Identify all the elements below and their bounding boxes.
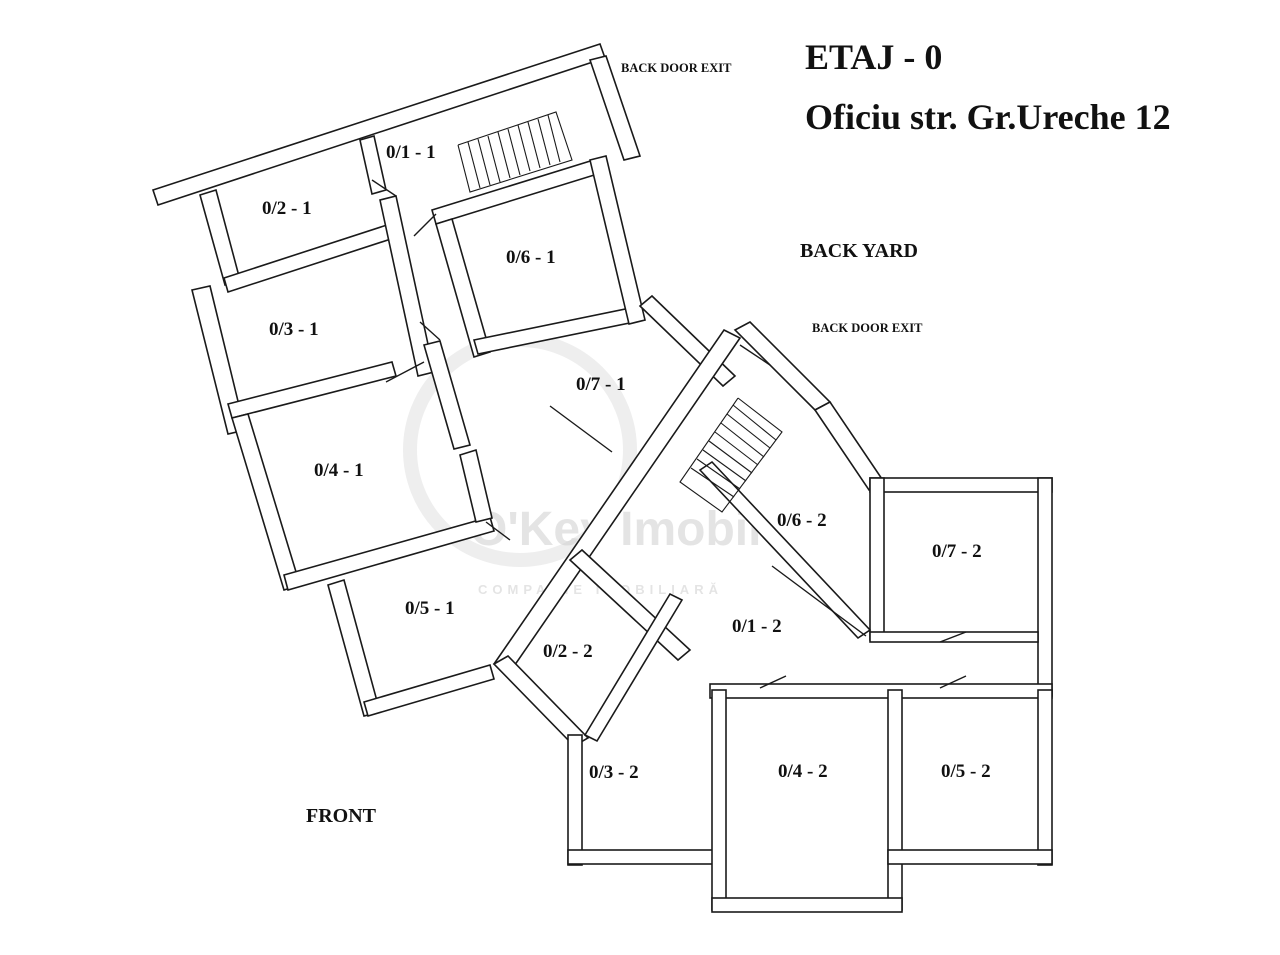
floor-title: ETAJ - 0 — [805, 37, 943, 77]
door — [371, 179, 397, 197]
wall-042-right — [887, 689, 903, 911]
watermark-tagline: COMPANIE IMOBILIARĂ — [478, 582, 723, 597]
wall-left-021 — [199, 188, 241, 287]
door — [485, 521, 511, 541]
room-label-0-3-2: 0/3 - 2 — [589, 762, 639, 783]
front-label: FRONT — [306, 805, 377, 827]
stair-step — [714, 431, 759, 466]
wall-051-bottom — [363, 664, 495, 717]
door — [939, 631, 967, 643]
stair-step — [537, 118, 551, 166]
room-label-0-2-1: 0/2 - 1 — [262, 198, 312, 219]
wall-032-left — [567, 734, 583, 866]
wall-031-041 — [227, 361, 397, 419]
door — [419, 321, 441, 341]
stairs-wing-2 — [679, 397, 783, 513]
wall-042-left — [711, 689, 727, 911]
door — [939, 675, 967, 689]
room-label-0-7-1: 0/7 - 1 — [576, 374, 626, 395]
room-label-0-6-1: 0/6 - 1 — [506, 247, 556, 268]
wall-stair2-top — [733, 321, 832, 411]
wall-stair-right — [588, 55, 642, 161]
wall-011-left — [359, 134, 387, 196]
stair-step — [726, 413, 771, 449]
wall-021-031 — [223, 222, 395, 294]
stairs-wing-1 — [457, 111, 573, 193]
wall-corridor-left-lower — [423, 340, 471, 450]
wing-2-walls — [492, 321, 1053, 913]
wall-stair2-right — [813, 400, 886, 492]
wall-corridor-bottom-seg — [459, 448, 493, 523]
room-label-0-5-1: 0/5 - 1 — [405, 598, 455, 619]
stair-step — [708, 440, 753, 474]
wall-072-top — [869, 477, 1053, 493]
stair-step — [696, 458, 741, 490]
room-label-0-3-1: 0/3 - 1 — [269, 319, 319, 340]
wall-061-right — [589, 155, 646, 325]
stair-step — [517, 124, 531, 172]
stair-step — [690, 467, 735, 498]
stair-step — [720, 422, 765, 458]
floor-subtitle: Oficiu str. Gr.Ureche 12 — [805, 97, 1171, 137]
stair-step — [732, 404, 777, 441]
stair-outline-2 — [679, 397, 783, 513]
stair-step — [477, 138, 491, 186]
wing-1-walls — [151, 42, 737, 717]
door — [759, 675, 787, 689]
back-door-exit-mid: BACK DOOR EXIT — [812, 321, 923, 335]
wall-042-bottom — [711, 897, 903, 913]
stair-step — [487, 135, 501, 183]
wall-051-left — [327, 578, 381, 717]
door — [413, 213, 437, 237]
door — [549, 405, 613, 453]
room-label-0-2-2: 0/2 - 2 — [543, 641, 593, 662]
wall-072-left — [869, 477, 885, 641]
back-yard-label: BACK YARD — [800, 240, 918, 262]
wall-corridor-2-bottom — [709, 683, 1053, 699]
room-label-0-4-2: 0/4 - 2 — [778, 761, 828, 782]
wall-072-right — [1037, 477, 1053, 697]
room-label-0-7-2: 0/7 - 2 — [932, 541, 982, 562]
wall-052-right — [1037, 689, 1053, 866]
stair-step — [527, 121, 541, 169]
room-label-0-6-2: 0/6 - 2 — [777, 510, 827, 531]
stair-step — [507, 128, 521, 176]
back-door-exit-top: BACK DOOR EXIT — [621, 61, 732, 75]
wall-061-left — [435, 217, 491, 359]
wall-022-bottom — [492, 654, 590, 748]
room-label-0-1-1: 0/1 - 1 — [386, 142, 436, 163]
wall-062-bottom — [698, 460, 872, 640]
door — [385, 361, 425, 383]
stair-step — [547, 114, 561, 163]
stair-step — [467, 141, 481, 189]
stair-step — [702, 449, 747, 482]
wall-032-bottom — [567, 849, 719, 865]
stair-step — [497, 131, 511, 179]
wall-022-right — [583, 592, 684, 743]
room-label-0-1-2: 0/1 - 2 — [732, 616, 782, 637]
wall-left-041 — [230, 413, 301, 592]
room-label-0-4-1: 0/4 - 1 — [314, 460, 364, 481]
stair-outline-1 — [457, 111, 573, 193]
door — [771, 565, 867, 637]
wall-052-bottom — [887, 849, 1053, 865]
door — [739, 344, 771, 366]
wall-041-bottom — [283, 516, 495, 591]
room-label-0-5-2: 0/5 - 2 — [941, 761, 991, 782]
doors — [371, 179, 967, 689]
